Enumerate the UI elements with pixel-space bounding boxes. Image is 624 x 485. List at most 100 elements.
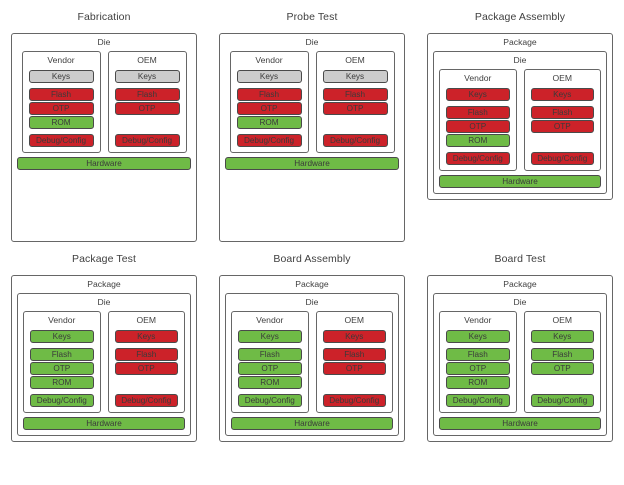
block-rom: ROM	[446, 376, 510, 389]
owner-label-vendor: Vendor	[255, 55, 283, 65]
block-otp: OTP	[238, 362, 302, 375]
spacer	[531, 375, 595, 394]
spacer	[115, 115, 180, 134]
block-debug-config: Debug/Config	[236, 134, 302, 147]
owner-label-oem: OEM	[137, 55, 157, 65]
spacer	[531, 133, 595, 152]
spacer	[115, 375, 179, 394]
block-otp: OTP	[114, 102, 180, 115]
owner-label-oem: OEM	[344, 315, 365, 325]
block-rom: ROM	[236, 116, 302, 129]
block-hardware: Hardware	[23, 417, 185, 430]
block-keys: Keys	[114, 70, 180, 83]
block-otp: OTP	[446, 120, 510, 133]
owner-label-vendor: Vendor	[464, 73, 492, 83]
owner-label-oem: OEM	[345, 55, 365, 65]
die-label: Die	[97, 297, 111, 307]
block-otp: OTP	[322, 362, 386, 375]
block-debug-config: Debug/Config	[114, 394, 178, 407]
panel-title: Probe Test	[286, 11, 338, 23]
block-debug-config: Debug/Config	[322, 134, 388, 147]
owner-label-vendor: Vendor	[464, 315, 492, 325]
block-flash: Flash	[322, 88, 388, 101]
block-hardware: Hardware	[231, 417, 393, 430]
package-label: Package	[295, 279, 329, 289]
block-keys: Keys	[236, 70, 302, 83]
block-debug-config: Debug/Config	[238, 394, 302, 407]
block-flash: Flash	[530, 106, 594, 119]
block-flash: Flash	[114, 348, 178, 361]
block-rom: ROM	[238, 376, 302, 389]
block-otp: OTP	[530, 362, 594, 375]
panel-title: Package Assembly	[474, 11, 566, 23]
package-label: Package	[503, 37, 537, 47]
die-label: Die	[305, 297, 319, 307]
block-flash: Flash	[322, 348, 386, 361]
block-otp: OTP	[30, 362, 94, 375]
owner-label-vendor: Vendor	[256, 315, 284, 325]
panel-title: Package Test	[71, 253, 137, 265]
block-keys: Keys	[238, 330, 302, 343]
owner-label-vendor: Vendor	[48, 315, 76, 325]
block-hardware: Hardware	[17, 157, 191, 170]
block-flash: Flash	[28, 88, 94, 101]
die-label: Die	[513, 55, 527, 65]
block-flash: Flash	[446, 348, 510, 361]
block-keys: Keys	[530, 330, 594, 343]
block-hardware: Hardware	[439, 417, 601, 430]
block-keys: Keys	[28, 70, 94, 83]
die-label: Die	[513, 297, 527, 307]
block-debug-config: Debug/Config	[446, 152, 510, 165]
owner-label-vendor: Vendor	[47, 55, 75, 65]
block-otp: OTP	[530, 120, 594, 133]
block-otp: OTP	[322, 102, 388, 115]
package-label: Package	[503, 279, 537, 289]
block-otp: OTP	[114, 362, 178, 375]
block-keys: Keys	[530, 88, 594, 101]
block-flash: Flash	[114, 88, 180, 101]
block-flash: Flash	[238, 348, 302, 361]
spacer	[323, 115, 388, 134]
panel-title: Board Assembly	[273, 253, 351, 265]
block-debug-config: Debug/Config	[114, 134, 180, 147]
block-debug-config: Debug/Config	[322, 394, 386, 407]
panel-title: Board Test	[494, 253, 546, 265]
